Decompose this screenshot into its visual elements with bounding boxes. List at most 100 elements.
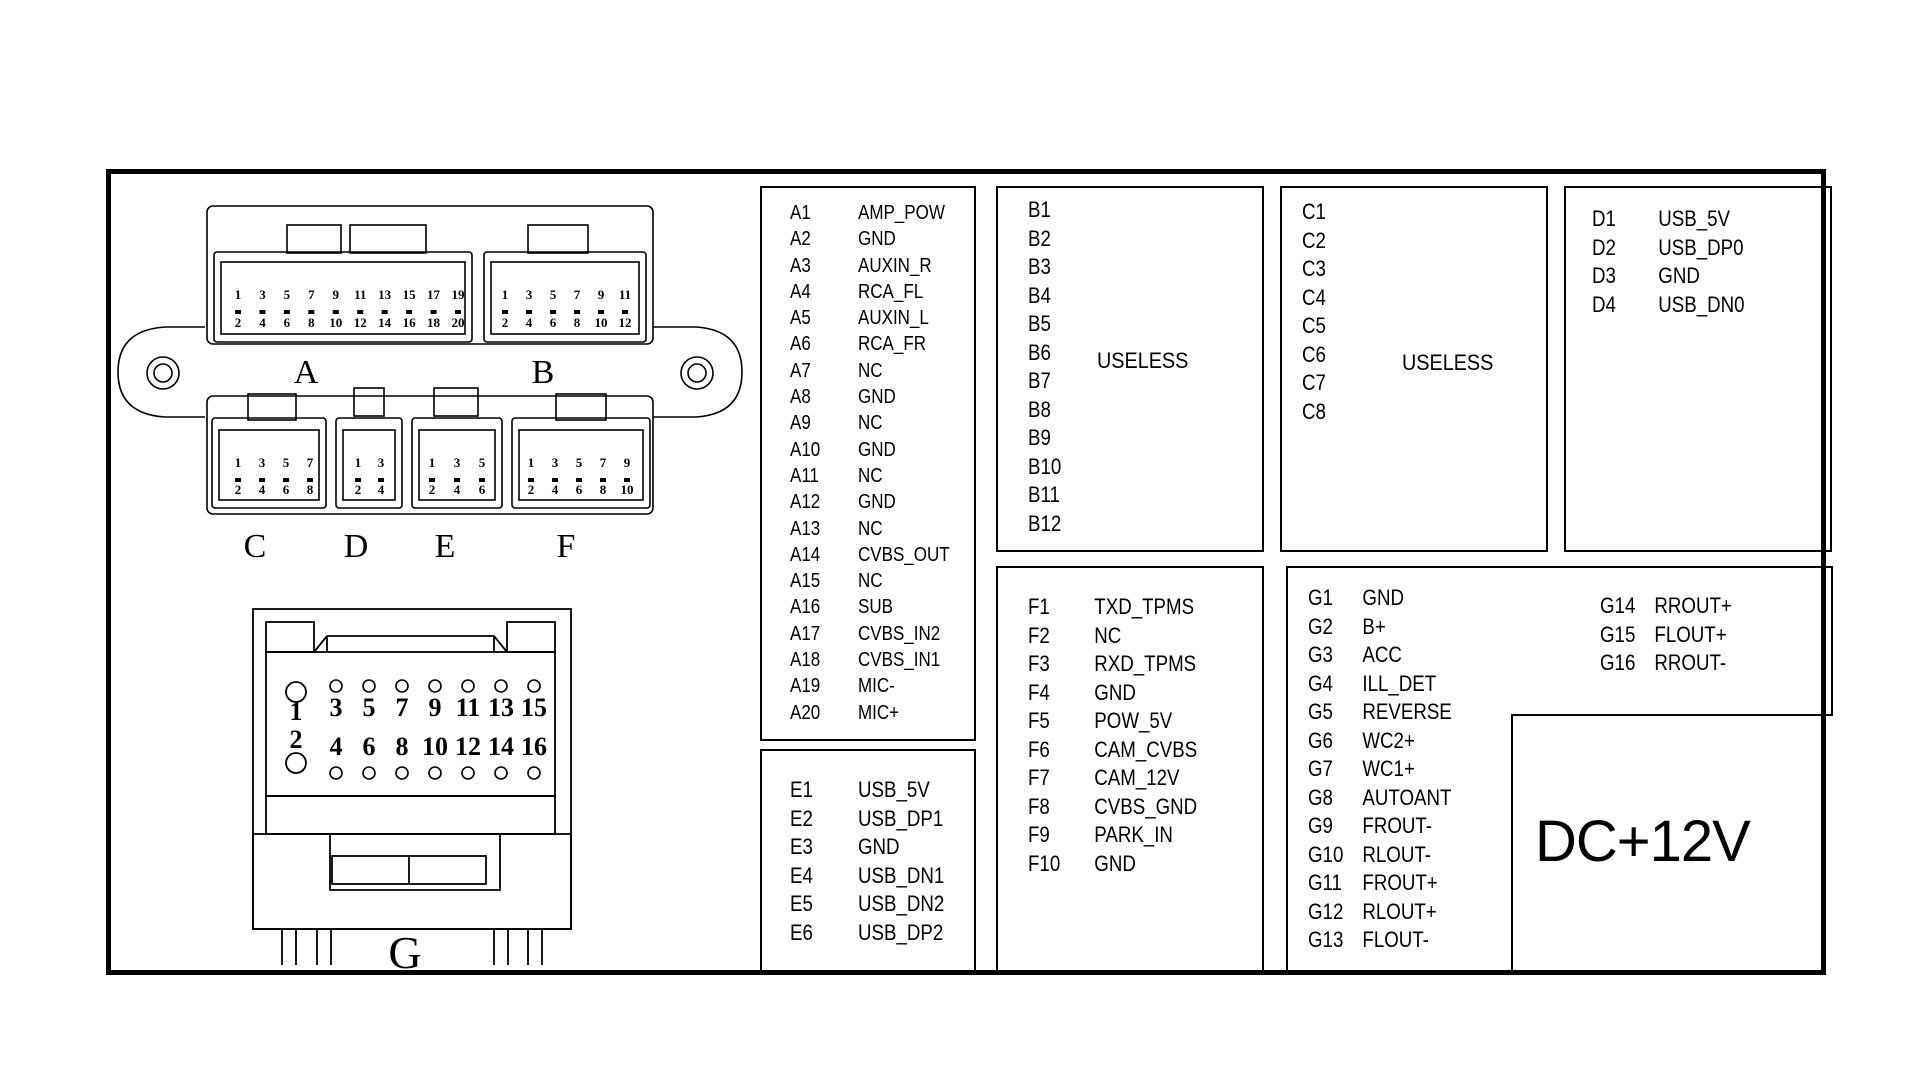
pin-id: D1 — [1592, 206, 1616, 231]
pin-contact — [502, 310, 508, 314]
pin-signal: PARK_IN — [1094, 822, 1173, 847]
connector-pin-number: 4 — [526, 315, 533, 330]
connector-pin-number: 4 — [378, 482, 385, 497]
pin-id: A11 — [790, 464, 819, 487]
connector-pin-number: 4 — [552, 482, 559, 497]
connector-pin-number: 15 — [403, 287, 417, 302]
connector-label-e: E — [435, 528, 456, 565]
table-c-box — [1280, 186, 1548, 552]
table-b-box — [996, 186, 1264, 552]
connector-pin-number: 2 — [290, 725, 303, 754]
pin-signal: WC1+ — [1362, 756, 1415, 781]
pin-hole — [461, 766, 475, 780]
pin-hole — [428, 679, 442, 693]
pin-row: B7 — [1028, 367, 1079, 396]
pin-id: C5 — [1302, 313, 1326, 338]
connector-pin-number: 5 — [576, 455, 583, 470]
pin-id: E3 — [790, 834, 813, 859]
pin-id: B9 — [1028, 425, 1051, 450]
pin-signal: MIC+ — [858, 701, 900, 724]
pin-signal: AUXIN_L — [858, 307, 929, 330]
pin-id: D3 — [1592, 263, 1616, 288]
pin-id: A12 — [790, 491, 821, 514]
pin-contact — [357, 310, 364, 314]
connector-pin-number: 18 — [427, 315, 441, 330]
pin-contact — [378, 478, 384, 482]
pin-id: G7 — [1308, 756, 1333, 781]
pin-row: C5 — [1302, 312, 1353, 341]
connector-pin-number: 11 — [619, 287, 631, 302]
connector-pin-number: 13 — [378, 287, 392, 302]
pin-signal: NC — [858, 517, 883, 540]
connector-pin-number: 3 — [259, 287, 266, 302]
pin-id: A8 — [790, 386, 811, 409]
pin-id: D2 — [1592, 234, 1616, 260]
pin-contact — [576, 478, 582, 482]
pin-id: B12 — [1028, 510, 1062, 536]
connector-pin-number: 1 — [235, 455, 242, 470]
table-c-note: USELESS — [1402, 350, 1494, 375]
connector-pin-number: 12 — [455, 732, 481, 761]
pin-id: B2 — [1028, 225, 1051, 251]
table-f-box — [996, 566, 1264, 972]
pin-hole — [395, 679, 409, 693]
pin-signal: MIC- — [858, 675, 895, 698]
pin-id: A18 — [790, 649, 821, 672]
pin-contact — [574, 310, 580, 314]
pin-id: G5 — [1308, 699, 1333, 724]
connector-pin-number: 2 — [235, 315, 242, 330]
pin-signal: NC — [858, 464, 883, 487]
connector-housing-g — [252, 608, 572, 965]
pin-id: A7 — [790, 359, 811, 382]
connector-pin-number: 8 — [396, 732, 409, 761]
pin-contact — [455, 310, 461, 314]
connector-pin-number: 12 — [354, 315, 367, 330]
connector-label-f: F — [557, 528, 576, 565]
pin-row: B10 — [1028, 453, 1079, 482]
pin-id: F10 — [1028, 850, 1061, 876]
pin-contact — [600, 478, 606, 482]
pin-signal: RLOUT+ — [1362, 898, 1437, 924]
connector-pin-number: 1 — [235, 287, 242, 302]
connector-pin-number: 8 — [574, 315, 581, 330]
pin-id: C2 — [1302, 227, 1326, 253]
connector-pin-number: 14 — [378, 315, 392, 330]
pin-id: A6 — [790, 333, 811, 356]
pin-signal: CVBS_IN1 — [858, 649, 941, 672]
connector-pin-number: 4 — [259, 315, 266, 330]
pin-id: A9 — [790, 412, 811, 435]
pin-id: A10 — [790, 438, 821, 461]
connector-pin-number: 1 — [429, 455, 436, 470]
connector-pin-number: 20 — [452, 315, 465, 330]
pin-signal: RROUT+ — [1654, 593, 1732, 618]
pin-id: F3 — [1028, 651, 1050, 676]
pin-signal: USB_DP0 — [1658, 234, 1744, 260]
pin-contact — [430, 310, 437, 314]
connector-pin-number: 5 — [550, 287, 557, 302]
connector-pin-number: 16 — [521, 732, 547, 761]
pin-id: C1 — [1302, 199, 1326, 224]
pin-id: A20 — [790, 701, 821, 724]
pin-row: C8 — [1302, 398, 1353, 427]
pin-row: B8 — [1028, 396, 1079, 425]
connector-pin-number: 1 — [290, 697, 303, 726]
